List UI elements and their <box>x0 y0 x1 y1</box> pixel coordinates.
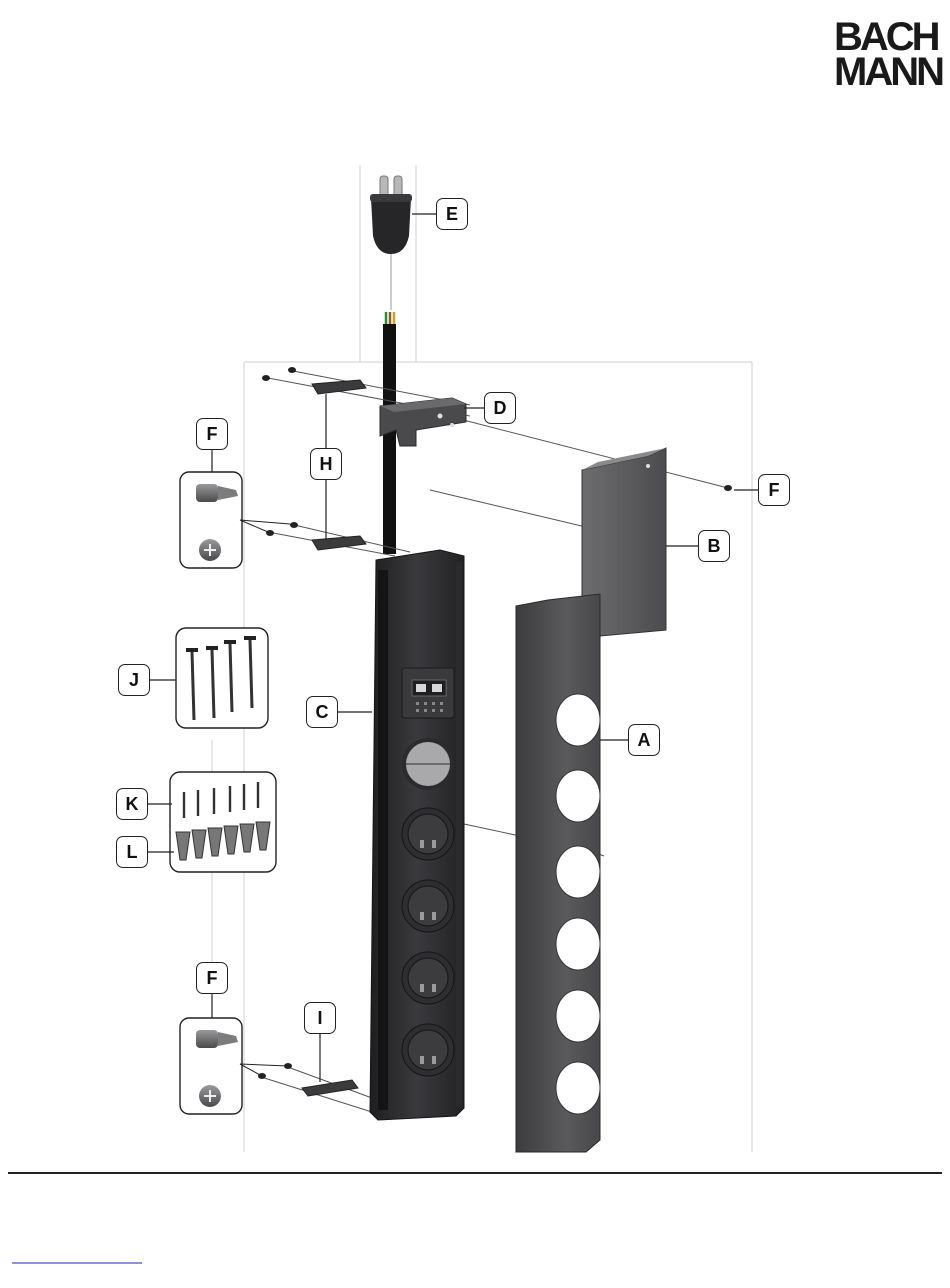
screw-box-KL <box>170 772 276 872</box>
callout-E: E <box>436 198 468 230</box>
callout-F-top-left: F <box>196 418 228 450</box>
callout-F-bottom: F <box>196 962 228 994</box>
power-strip-body-C <box>370 550 464 1120</box>
callout-C: C <box>306 696 338 728</box>
callout-I: I <box>304 1002 336 1034</box>
callout-F-right: F <box>758 474 790 506</box>
screw-box-J <box>176 628 268 728</box>
footer-rule <box>8 1172 942 1174</box>
front-cover-A <box>516 594 600 1152</box>
guide-lines <box>212 165 752 1152</box>
callout-H: H <box>310 448 342 480</box>
callout-A: A <box>628 724 660 756</box>
screw-box-F-bottom <box>180 1018 288 1114</box>
callout-L: L <box>116 836 148 868</box>
callout-D: D <box>484 392 516 424</box>
callout-J: J <box>118 664 150 696</box>
screw-box-F-top <box>180 472 290 568</box>
callout-K: K <box>116 788 148 820</box>
callout-B: B <box>698 530 730 562</box>
plug-E <box>370 176 412 310</box>
footer-link-underline <box>12 1262 142 1264</box>
bottom-bracket-I <box>258 1063 358 1096</box>
